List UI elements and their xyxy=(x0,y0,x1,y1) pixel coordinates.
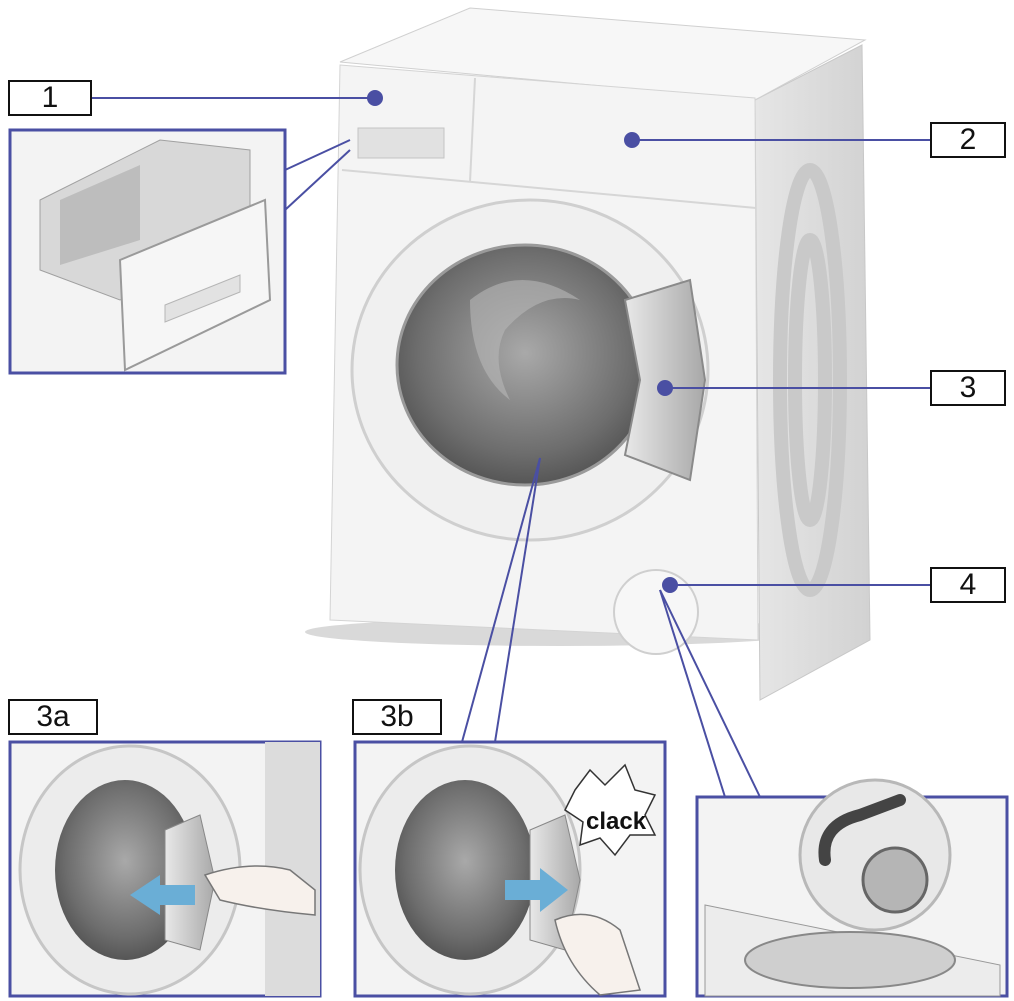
callout-3b: 3b xyxy=(352,699,442,735)
leader-lines xyxy=(92,90,930,798)
leader-dot-1 xyxy=(367,90,383,106)
inset-1-connector-bottom xyxy=(284,149,351,211)
washing-machine xyxy=(305,7,871,701)
inset-detergent-drawer xyxy=(8,128,351,375)
leader-dot-3 xyxy=(657,380,673,396)
pull-arrow-icon xyxy=(130,875,195,915)
hand-pulling-icon xyxy=(203,865,316,916)
leader-line-4-left xyxy=(659,589,726,798)
hand-pushing-icon xyxy=(554,913,642,996)
service-flap xyxy=(613,569,699,655)
inset-3a-handle xyxy=(164,814,216,951)
leader-dot-4 xyxy=(662,577,678,593)
drawer-front xyxy=(118,198,272,372)
drawer-chamber xyxy=(60,165,140,265)
callout-2: 2 xyxy=(930,122,1006,158)
callout-3: 3 xyxy=(930,370,1006,406)
leader-line-3b-right xyxy=(494,457,541,743)
inset-close-door xyxy=(353,740,667,998)
callout-4: 4 xyxy=(930,567,1006,603)
pump-filter-cap xyxy=(861,846,929,914)
push-arrow-icon xyxy=(505,868,568,912)
leader-line-4-right xyxy=(659,589,761,798)
machine-side-panel xyxy=(754,44,871,701)
inset-open-door xyxy=(8,740,322,998)
clack-sound-label: clack xyxy=(586,808,647,835)
callout-3a: 3a xyxy=(8,699,98,735)
callout-1: 1 xyxy=(8,80,92,116)
drawer-grip xyxy=(164,274,241,323)
opened-service-cover xyxy=(744,931,956,989)
inset-3b-glass xyxy=(395,780,535,960)
inset-1-connector-top xyxy=(284,139,351,171)
clack-burst-icon xyxy=(564,763,657,857)
drum-reflection xyxy=(470,280,580,400)
control-panel-line xyxy=(341,169,757,209)
detergent-drawer-handle xyxy=(357,127,445,159)
drawer-divider xyxy=(469,77,476,183)
inset-pump-filter xyxy=(695,778,1009,998)
emergency-drain-hose xyxy=(818,794,906,866)
leader-line-3b-left xyxy=(461,457,541,743)
leader-dot-2 xyxy=(624,132,640,148)
side-panel-pattern xyxy=(773,163,847,597)
